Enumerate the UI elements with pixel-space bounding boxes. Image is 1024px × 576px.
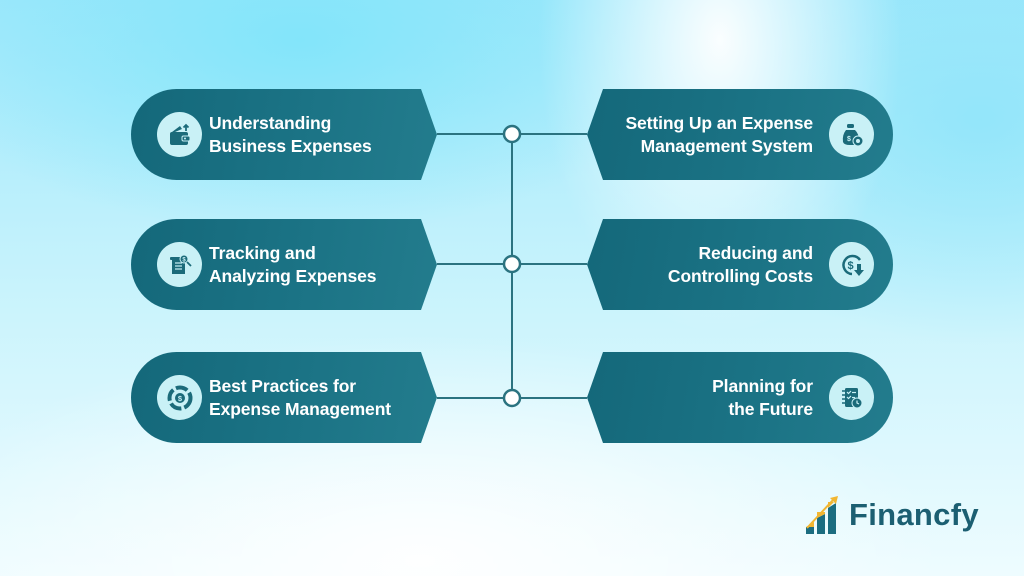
card-label: Best Practices for Expense Management [209, 375, 392, 419]
card-label: Reducing and Controlling Costs [667, 242, 813, 286]
card-understanding-business-expenses: Understanding Business Expenses [131, 89, 437, 180]
card-best-practices-expense-management: $ Best Practices for Expense Management [131, 352, 437, 443]
checklist-clock-icon [829, 375, 874, 420]
card-label: Understanding Business Expenses [209, 112, 372, 156]
dollar-down-icon: $ [829, 242, 874, 287]
svg-text:$: $ [847, 260, 853, 272]
card-label: Tracking and Analyzing Expenses [209, 242, 377, 286]
card-setting-up-expense-system: Setting Up an Expense Management System … [587, 89, 893, 180]
document-search-icon: $ [157, 242, 202, 287]
card-tracking-analyzing-expenses: $ Tracking and Analyzing Expenses [131, 219, 437, 310]
svg-text:$: $ [177, 394, 182, 403]
card-label: Setting Up an Expense Management System [625, 112, 813, 156]
connector-node-2 [502, 254, 522, 274]
svg-text:$: $ [847, 136, 851, 143]
financfy-logo: Financfy [803, 494, 979, 536]
logo-chart-icon [806, 496, 838, 534]
dollar-cycle-icon: $ [157, 375, 202, 420]
card-reducing-controlling-costs: Reducing and Controlling Costs $ [587, 219, 893, 310]
brand-name: Financfy [849, 497, 979, 532]
connector-node-3 [502, 388, 522, 408]
svg-text:$: $ [182, 257, 186, 263]
connector-node-1 [502, 124, 522, 144]
wallet-icon [157, 112, 202, 157]
card-label: Planning for the Future [712, 375, 813, 419]
card-planning-for-future: Planning for the Future [587, 352, 893, 443]
money-bag-gear-icon: $ [829, 112, 874, 157]
